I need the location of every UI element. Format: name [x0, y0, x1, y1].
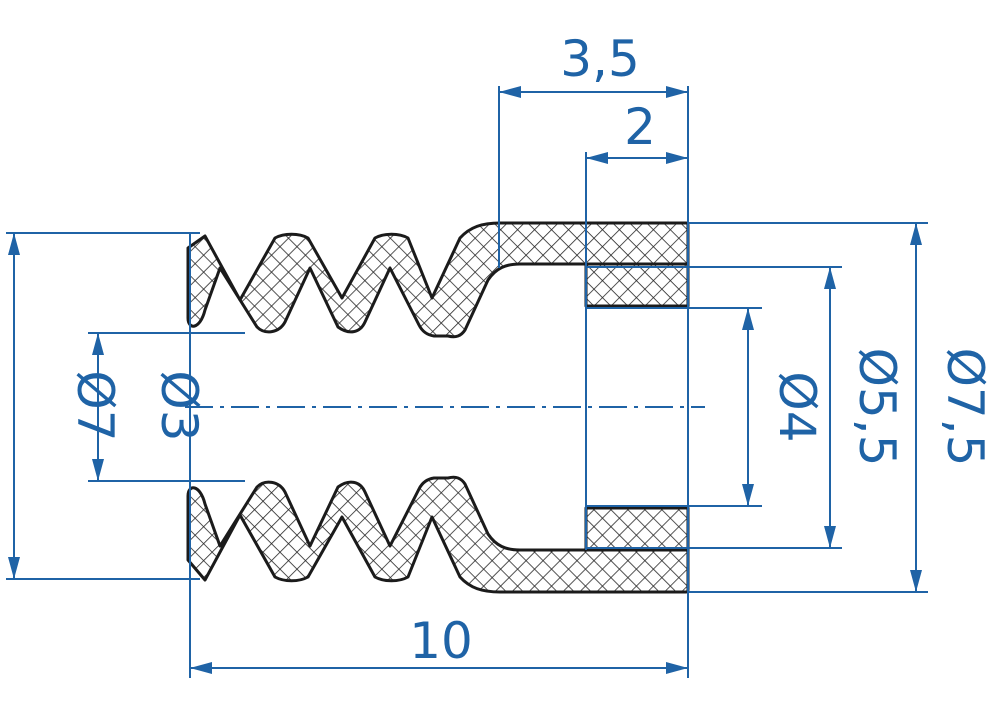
dim-text-dia-4: Ø4 [768, 371, 826, 442]
dim-text-depth-2: 2 [624, 98, 656, 156]
dim-text-dia-75: Ø7,5 [936, 348, 994, 467]
arrow-dia-7-bottom [8, 557, 20, 579]
arrow-depth-2-left [586, 152, 608, 164]
arrow-dia-3-bottom [92, 459, 104, 481]
arrow-dia-55-bottom [824, 526, 836, 548]
dim-text-length-35: 3,5 [560, 30, 640, 88]
arrow-depth-2-right [666, 152, 688, 164]
arrow-length-10-right [666, 662, 688, 674]
dim-text-dia-3: Ø3 [150, 370, 208, 441]
arrow-dia-3-top [92, 333, 104, 355]
arrow-length-35-left [499, 86, 521, 98]
dim-text-length-10: 10 [409, 612, 473, 670]
sleeve-upper-bore-wall [584, 262, 690, 308]
dim-text-dia-7: Ø7 [66, 370, 124, 441]
arrow-length-35-right [666, 86, 688, 98]
arrow-dia-55-top [824, 267, 836, 289]
bellows-lower-section [186, 475, 690, 594]
sleeve-lower-bore-wall [584, 506, 690, 552]
arrow-dia-4-top [742, 308, 754, 330]
bellows-upper-section [186, 221, 690, 339]
arrow-dia-4-bottom [742, 484, 754, 506]
dim-text-dia-55: Ø5,5 [848, 348, 906, 467]
arrow-dia-75-top [910, 223, 922, 245]
arrow-length-10-left [190, 662, 212, 674]
arrow-dia-75-bottom [910, 570, 922, 592]
arrow-dia-7-top [8, 233, 20, 255]
